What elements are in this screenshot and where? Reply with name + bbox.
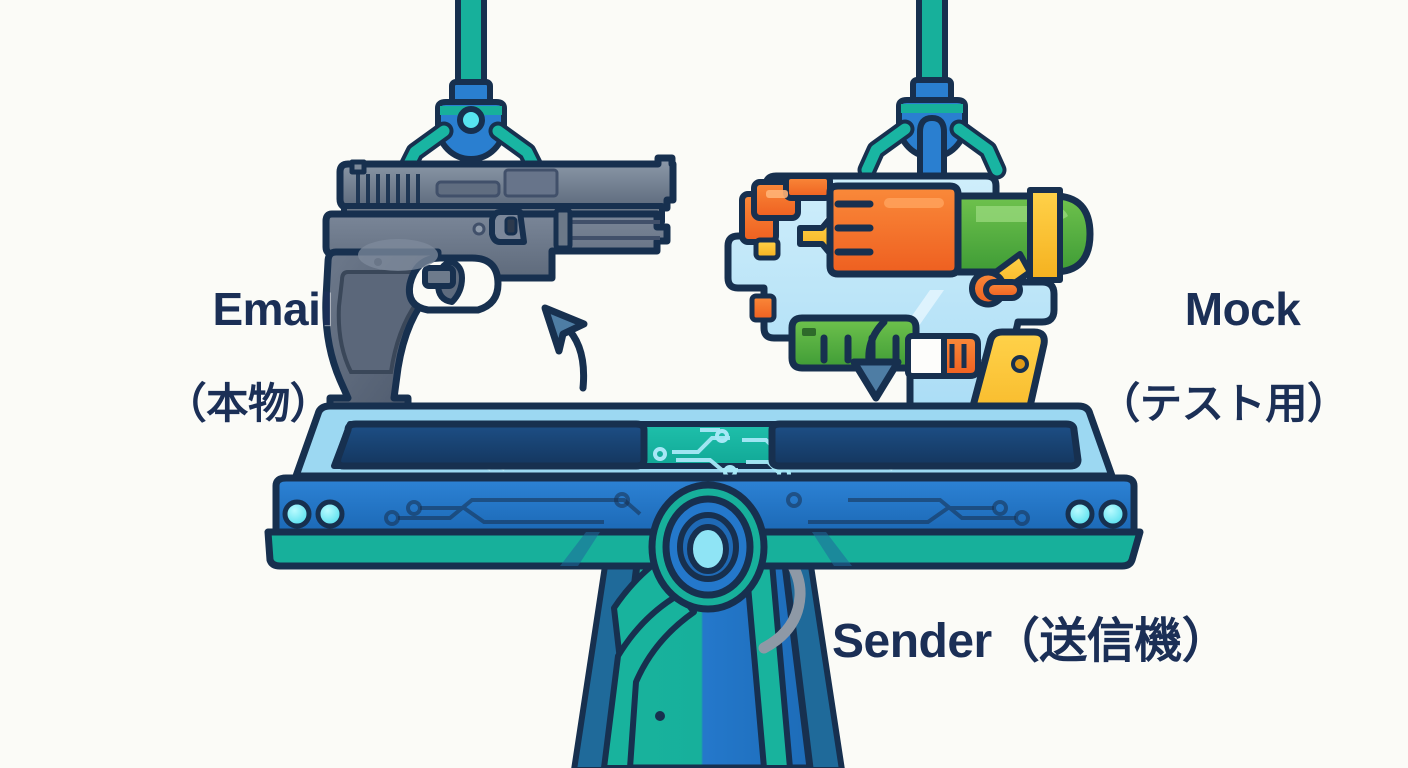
label-email: Email （本物） <box>148 236 348 525</box>
label-email-japanese: （本物） <box>164 380 332 428</box>
label-email-title: Email <box>212 282 333 335</box>
curved-arrow-down-icon <box>850 318 902 402</box>
label-mock: Mock （テスト用） <box>1098 236 1349 525</box>
left-claw-icon <box>396 0 546 180</box>
pivot-hub <box>648 481 768 613</box>
right-claw-icon <box>857 0 1007 193</box>
curved-arrow-up-icon <box>541 304 588 392</box>
balance-beam-device <box>264 402 1144 613</box>
label-sender: Sender（送信機） <box>832 615 1230 668</box>
label-mock-title: Mock <box>1184 282 1301 335</box>
led-indicators <box>282 499 1128 529</box>
handgun-pistol-icon <box>322 154 677 418</box>
label-mock-japanese: （テスト用） <box>1098 380 1349 428</box>
